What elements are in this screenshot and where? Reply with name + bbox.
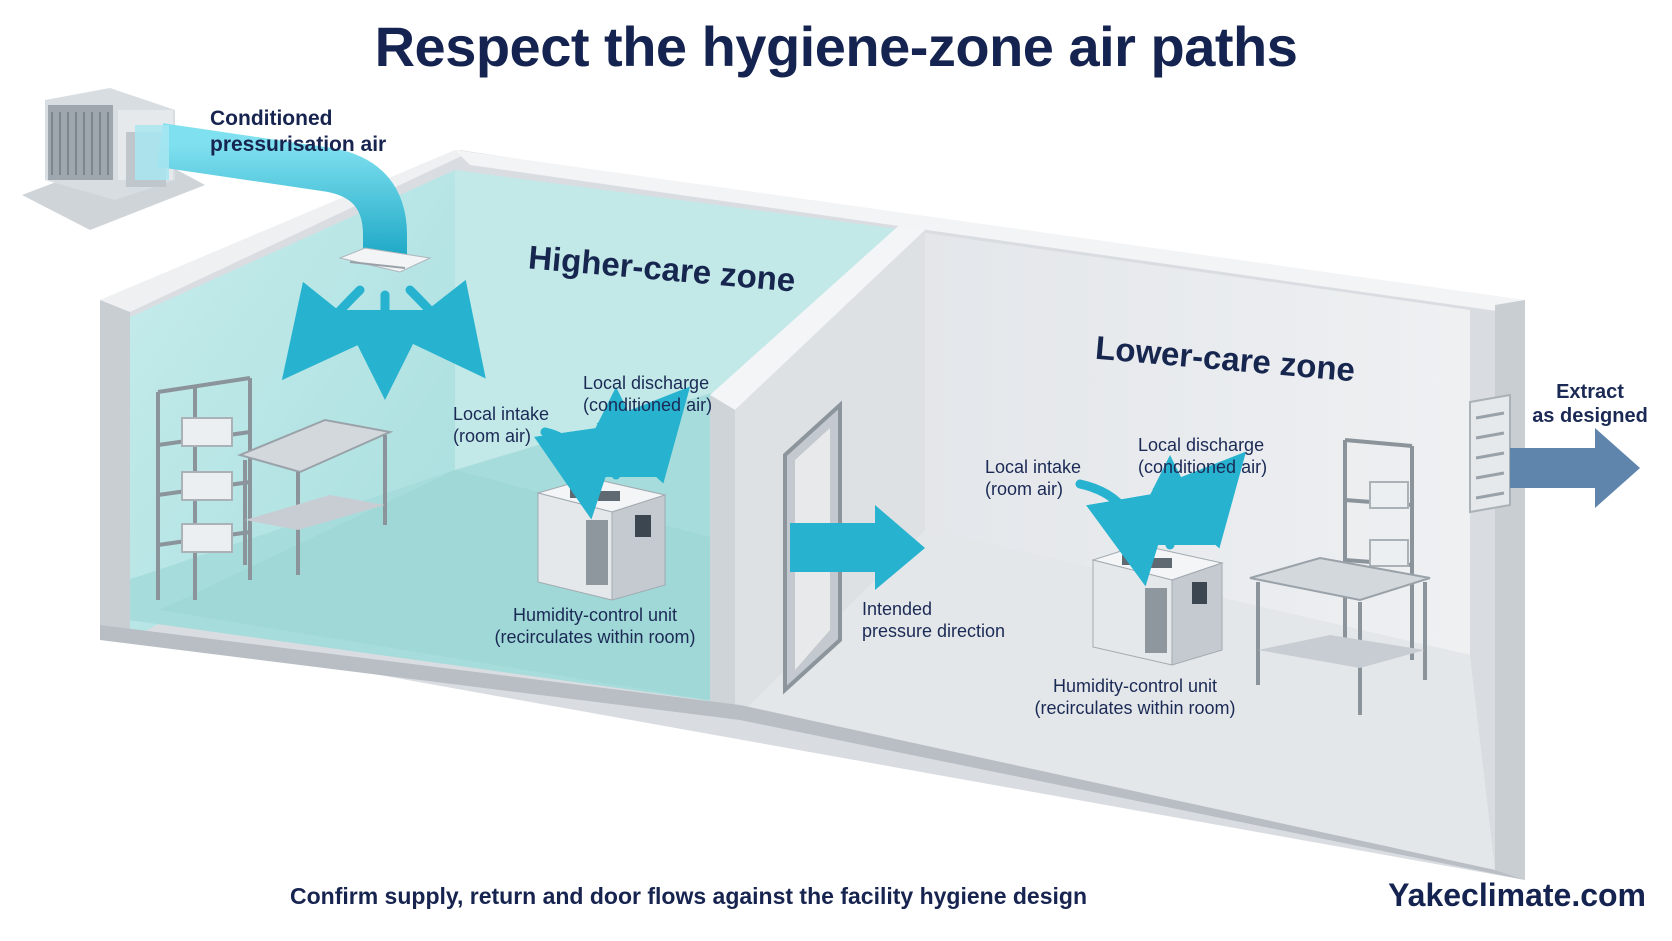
lower-unit-label-line2: (recirculates within room) [1034, 698, 1236, 718]
lower-discharge-label-line1: Local discharge [1138, 435, 1265, 455]
supply-air-label: Conditioned pressurisation air [210, 106, 386, 158]
lower-unit-label: Humidity-control unit (recirculates with… [1010, 675, 1260, 719]
supply-duct [135, 123, 407, 255]
extract-arrow [1510, 428, 1640, 508]
brand-name: Yakeclimate.com [1388, 877, 1646, 913]
humidity-control-unit-icon [1091, 544, 1224, 666]
higher-intake-label-line2: (room air) [453, 426, 532, 446]
ceiling-diffuser-icon [338, 247, 432, 273]
lower-intake-label: Local intake (room air) [985, 456, 1081, 500]
higher-unit-label-line1: Humidity-control unit [512, 605, 678, 625]
storage-shelf-icon [156, 376, 252, 600]
storage-shelf-icon [1343, 438, 1414, 660]
page-title: Respect the hygiene-zone air paths [374, 15, 1298, 78]
lower-intake-label-line1: Local intake [985, 457, 1082, 477]
steel-table-icon [1249, 556, 1431, 715]
higher-unit-airflow-arrows [534, 386, 691, 520]
higher-discharge-label-line2: (conditioned air) [583, 395, 713, 415]
higher-intake-label: Local intake (room air) [453, 403, 549, 447]
steel-table-icon [236, 418, 394, 575]
higher-unit-label-line2: (recirculates within room) [494, 627, 696, 647]
pressure-direction-label-line2: pressure direction [862, 621, 1006, 641]
lower-discharge-label-line2: (conditioned air) [1138, 457, 1268, 477]
footer-note: Confirm supply, return and door flows ag… [290, 883, 1088, 909]
supply-air-label-line1: Conditioned [210, 107, 333, 130]
supply-air-label-line2: pressurisation air [210, 133, 387, 156]
extract-label-line2: as designed [1532, 405, 1648, 427]
humidity-control-unit-icon [536, 477, 667, 601]
pressure-direction-label-line1: Intended [862, 599, 933, 619]
higher-discharge-label-line1: Local discharge [583, 373, 710, 393]
lower-unit-label-line1: Humidity-control unit [1052, 676, 1218, 696]
supply-air-arrows [281, 279, 486, 400]
lower-discharge-label: Local discharge (conditioned air) [1138, 434, 1267, 478]
extract-label: Extract as designed [1520, 380, 1660, 428]
lower-unit-airflow-arrows [1075, 451, 1247, 587]
wall-louvre-icon [1469, 393, 1511, 514]
higher-unit-label: Humidity-control unit (recirculates with… [470, 604, 720, 648]
extract-label-line1: Extract [1556, 381, 1624, 403]
pressure-direction-label: Intended pressure direction [862, 598, 1005, 642]
higher-discharge-label: Local discharge (conditioned air) [583, 372, 712, 416]
higher-intake-label-line1: Local intake [453, 404, 550, 424]
pressure-direction-arrow [790, 505, 925, 590]
lower-intake-label-line2: (room air) [985, 479, 1064, 499]
